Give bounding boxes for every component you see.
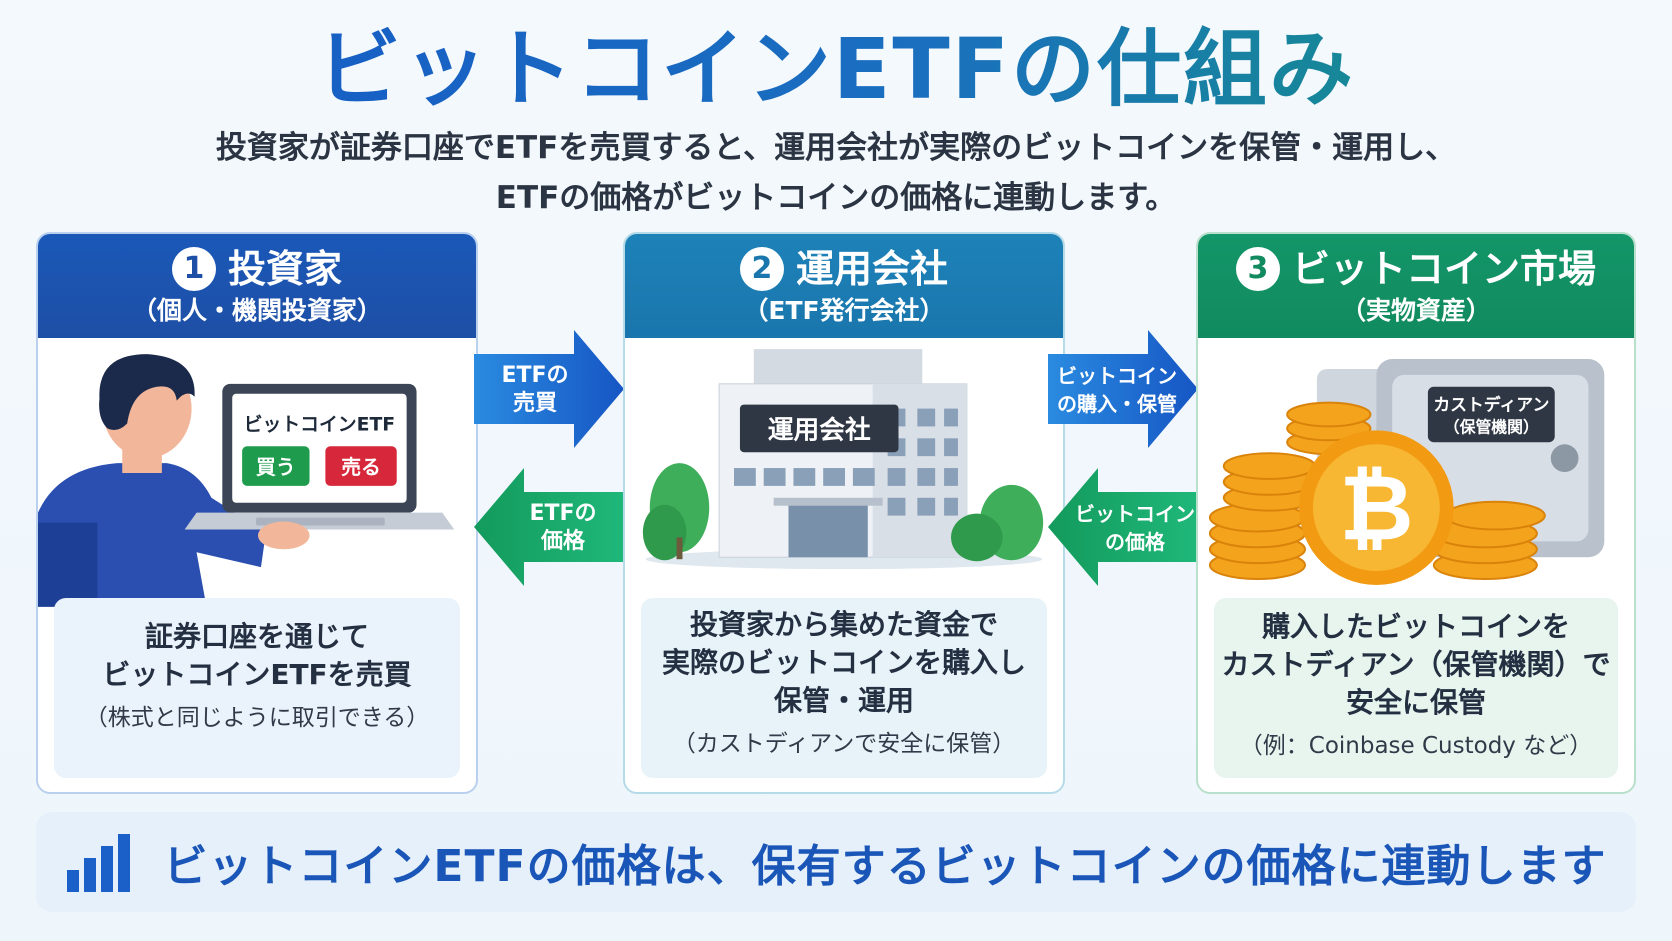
building-sign-text: 運用会社	[768, 414, 871, 445]
arrow-etf-trade-line-1: ETFの	[501, 363, 569, 388]
left-arrow-icon	[1048, 468, 1198, 586]
management-card-header: 2 運用会社 （ETF発行会社）	[625, 234, 1063, 338]
person-icon	[38, 354, 266, 607]
sell-button	[325, 446, 397, 486]
subtitle-line-2: ETFの価格がビットコインの価格に連動します。	[495, 180, 1177, 216]
bitcoin-market-subtitle: （実物資産）	[1340, 296, 1491, 325]
investor-note: （株式と同じように取引できる）	[84, 705, 430, 731]
right-arrow-icon	[1048, 330, 1198, 448]
investor-subtitle: （個人・機関投資家）	[131, 296, 382, 325]
investor-desc-line-1: 証券口座を通じて	[144, 620, 369, 653]
screen-title: ビットコインETF	[244, 413, 395, 435]
arrow-etf-trade: ETFの 売買	[474, 330, 624, 448]
arrow-bitcoin-price-line-1: ビットコイン	[1075, 502, 1195, 526]
subtitle-line-1: 投資家が証券口座でETFを売買すると、運用会社が実際のビットコインを保管・運用し…	[215, 130, 1457, 166]
step-number-2: 2	[739, 247, 784, 291]
management-subtitle: （ETF発行会社）	[743, 296, 945, 325]
vault-illustration: カストディアン （保管機関） ₿	[1208, 359, 1605, 585]
investor-description: 証券口座を通じて ビットコインETFを売買 （株式と同じように取引できる）	[54, 598, 460, 778]
bitcoin-market-description: 購入したビットコインを カストディアン（保管機関）で 安全に保管 （例：Coin…	[1214, 598, 1618, 778]
arrow-bitcoin-purchase-line-2: の購入・保管	[1057, 392, 1177, 416]
building-sign	[739, 404, 899, 453]
management-company-card: 2 運用会社 （ETF発行会社） 運用会社	[623, 232, 1065, 794]
right-arrow-icon	[474, 330, 624, 448]
management-desc-line-3: 保管・運用	[773, 684, 914, 717]
arrow-bitcoin-price: ビットコイン の価格	[1048, 468, 1198, 586]
arrow-etf-trade-line-2: 売買	[512, 391, 557, 416]
bitcoin-market-desc-line-2: カストディアン（保管機関）で	[1221, 648, 1611, 681]
bitcoin-market-desc-line-1: 購入したビットコインを	[1261, 610, 1570, 643]
management-desc-line-2: 実際のビットコインを購入し	[661, 646, 1026, 679]
arrow-bitcoin-purchase: ビットコイン の購入・保管	[1048, 330, 1198, 448]
bitcoin-market-card: 3 ビットコイン市場 （実物資産） カストディアン （保管機関）	[1196, 232, 1636, 794]
investor-card: 1 投資家 （個人・機関投資家） ビットコインETF 買う 売る 証券口座を通じ…	[36, 232, 478, 794]
tree-icon	[642, 463, 710, 561]
tree-icon	[951, 484, 1044, 562]
step-number-1: 1	[171, 247, 216, 291]
management-description: 投資家から集めた資金で 実際のビットコインを購入し 保管・運用 （カストディアン…	[641, 598, 1047, 778]
left-arrow-icon	[474, 468, 624, 586]
arrow-etf-price-line-1: ETFの	[529, 501, 597, 526]
bitcoin-icon: ₿	[1299, 430, 1454, 585]
svg-text:₿: ₿	[1339, 455, 1413, 561]
arrow-bitcoin-purchase-line-1: ビットコイン	[1057, 364, 1177, 388]
custodian-label-line-1: カストディアン	[1433, 395, 1549, 415]
management-title: 運用会社	[795, 247, 948, 291]
bitcoin-market-desc-line-3: 安全に保管	[1345, 686, 1486, 719]
arrow-etf-price: ETFの 価格	[474, 468, 624, 586]
management-desc-line-1: 投資家から集めた資金で	[689, 608, 998, 641]
building-illustration: 運用会社	[642, 349, 1044, 570]
page-title: ビットコインETFの仕組み	[0, 14, 1672, 124]
buy-button	[242, 446, 310, 486]
investor-card-header: 1 投資家 （個人・機関投資家）	[38, 234, 476, 338]
building-icon	[645, 349, 1043, 570]
step-number-3: 3	[1235, 247, 1280, 291]
investor-title: 投資家	[227, 247, 342, 291]
sell-label: 売る	[341, 456, 381, 479]
custodian-label-box	[1427, 386, 1555, 443]
laptop-icon	[184, 383, 455, 530]
bitcoin-market-card-header: 3 ビットコイン市場 （実物資産）	[1198, 234, 1634, 338]
bar-chart-icon	[67, 834, 131, 892]
summary-bar: ビットコインETFの価格は、保有するビットコインの価格に連動します	[36, 812, 1636, 912]
buy-label: 買う	[256, 456, 296, 479]
management-note: （カストディアンで安全に保管）	[672, 731, 1016, 757]
investor-illustration: ビットコインETF 買う 売る	[38, 354, 455, 607]
custodian-label-line-2: （保管機関）	[1444, 417, 1539, 436]
arrow-etf-price-line-2: 価格	[540, 529, 585, 554]
summary-text: ビットコインETFの価格は、保有するビットコインの価格に連動します	[163, 841, 1607, 892]
arrow-bitcoin-price-line-2: の価格	[1105, 530, 1165, 554]
bitcoin-market-note: （例：Coinbase Custody など）	[1239, 733, 1593, 759]
investor-desc-line-2: ビットコインETFを売買	[102, 658, 412, 691]
bitcoin-market-title: ビットコイン市場	[1291, 247, 1596, 291]
